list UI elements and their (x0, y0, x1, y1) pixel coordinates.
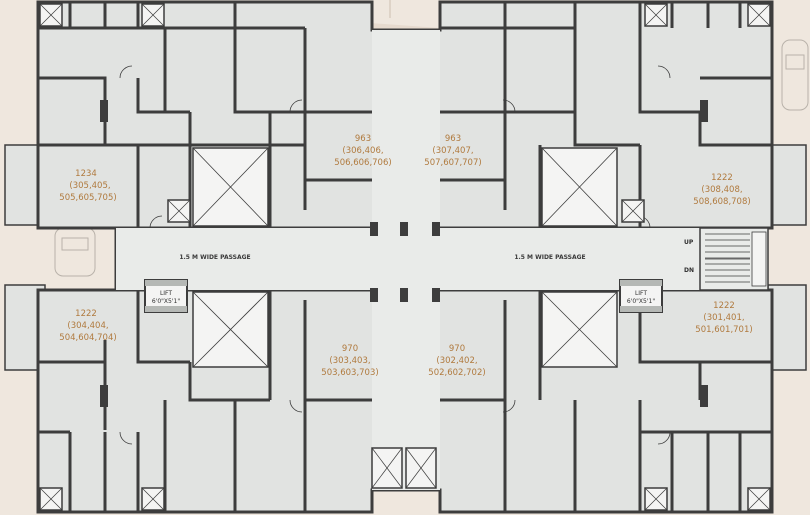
unit-area: 1234 (75, 169, 97, 179)
staircase (699, 227, 769, 291)
passage-label: 1.5 M WIDE PASSAGE (179, 254, 250, 261)
shaft-cross (192, 147, 618, 368)
unit-area: 970 (342, 344, 358, 354)
lift-left: LIFT 6'0"X5'1" (144, 279, 188, 313)
lift-right: LIFT 6'0"X5'1" (619, 279, 663, 313)
unit-area: 970 (449, 344, 465, 354)
unit-label: 970 (303,403, 503,603,703) (321, 344, 378, 378)
lift-size: 6'0"X5'1" (152, 298, 180, 305)
columns (100, 100, 708, 407)
unit-label: 1222 (304,404, 504,604,704) (59, 309, 116, 343)
unit-label: 1234 (305,405, 505,605,705) (59, 169, 116, 203)
duct-cross (39, 3, 771, 511)
unit-numbers: 501,601,701) (695, 325, 752, 335)
unit-numbers: 502,602,702) (428, 368, 485, 378)
unit-area: 1222 (75, 309, 97, 319)
unit-numbers: (305,405, (69, 181, 110, 191)
unit-label: 1222 (308,408, 508,608,708) (693, 173, 750, 207)
unit-numbers: (307,407, (432, 146, 473, 156)
unit-numbers: (301,401, (703, 313, 744, 323)
unit-numbers: 507,607,707) (424, 158, 481, 168)
lift-title: LIFT (635, 290, 647, 297)
unit-numbers: 503,603,703) (321, 368, 378, 378)
passage-label: 1.5 M WIDE PASSAGE (514, 254, 585, 261)
unit-label: 1222 (301,401, 501,601,701) (695, 301, 752, 335)
stair-down-label: DN (684, 267, 694, 274)
unit-numbers: (303,403, (329, 356, 370, 366)
lift-size: 6'0"X5'1" (627, 298, 655, 305)
unit-numbers: (302,402, (436, 356, 477, 366)
building-outline (36, 0, 774, 514)
unit-area: 1222 (713, 301, 735, 311)
stair-up-label: UP (684, 239, 694, 246)
unit-area: 1222 (711, 173, 733, 183)
central-corridor (372, 30, 440, 490)
unit-numbers: 505,605,705) (59, 193, 116, 203)
room-walls (38, 2, 772, 512)
unit-label: 963 (307,407, 507,607,707) (424, 134, 481, 168)
unit-numbers: (308,408, (701, 185, 742, 195)
unit-numbers: (304,404, (67, 321, 108, 331)
unit-label: 963 (306,406, 506,606,706) (334, 134, 391, 168)
unit-label: 970 (302,402, 502,602,702) (428, 344, 485, 378)
unit-numbers: (306,406, (342, 146, 383, 156)
unit-area: 963 (445, 134, 461, 144)
balcony (767, 144, 807, 226)
balcony (767, 284, 807, 371)
unit-numbers: 508,608,708) (693, 197, 750, 207)
lift-title: LIFT (160, 290, 172, 297)
unit-area: 963 (355, 134, 371, 144)
car-icon (781, 39, 809, 111)
unit-numbers: 504,604,704) (59, 333, 116, 343)
unit-numbers: 506,606,706) (334, 158, 391, 168)
